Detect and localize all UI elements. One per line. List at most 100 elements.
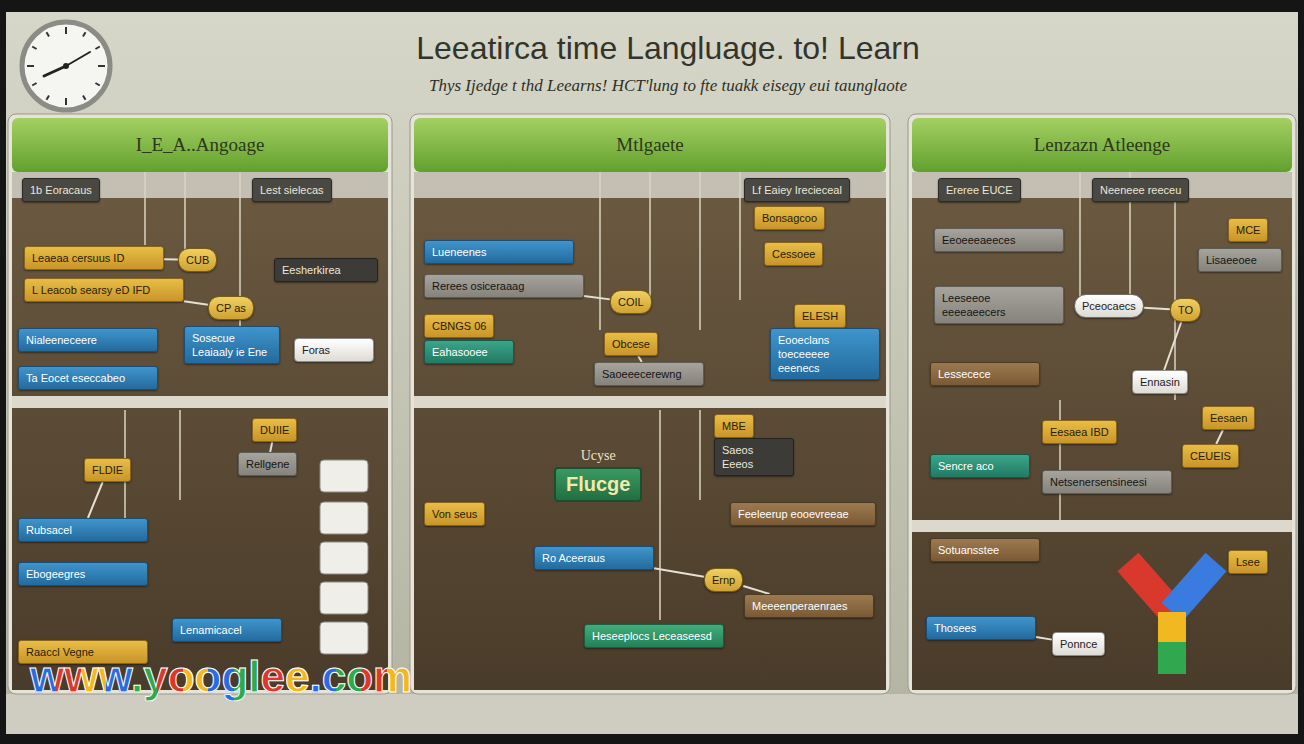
wire bbox=[659, 410, 661, 620]
box-text: Rerees osiceraaag bbox=[432, 279, 576, 293]
panel: Lenzazn AtleengeEreree EUCENeeneee reece… bbox=[912, 118, 1292, 690]
box-text: Lf Eaiey Irecieceal bbox=[752, 183, 842, 197]
blue-card: Ebogeegres bbox=[18, 562, 148, 586]
box-text: Foras bbox=[302, 343, 366, 357]
y-logo bbox=[1158, 612, 1186, 642]
box-text: Lessecece bbox=[938, 367, 1032, 381]
tag-label: Ereree EUCE bbox=[938, 178, 1021, 202]
dark-card: Saeos Eeeos bbox=[714, 438, 794, 476]
box-text: COIL bbox=[618, 295, 644, 309]
blank-tab bbox=[320, 622, 368, 654]
box-text: Feeleerup eooevreeae bbox=[738, 507, 868, 521]
brown-card: Feeleerup eooevreeae bbox=[730, 502, 876, 526]
clock-icon bbox=[32, 47, 36, 50]
teal-card: Sencre aco bbox=[930, 454, 1030, 478]
connector-line bbox=[88, 482, 103, 518]
clock-icon bbox=[95, 83, 99, 86]
box-text: Lsee bbox=[1236, 555, 1260, 569]
box-text: Ro Aceeraus bbox=[542, 551, 646, 565]
box-text: Sotuansstee bbox=[938, 543, 1032, 557]
box-text: Lueneenes bbox=[432, 245, 566, 259]
wire bbox=[144, 172, 146, 245]
tag-label: 1b Eoracaus bbox=[22, 178, 100, 202]
clock-icon bbox=[22, 22, 110, 110]
connector-line bbox=[654, 568, 704, 576]
blue-card: Nialeeneceere bbox=[18, 328, 158, 352]
blank-tab bbox=[320, 542, 368, 574]
clock-icon bbox=[27, 65, 34, 67]
blue-card: Sosecue Leaiaaly ie Ene bbox=[184, 326, 280, 364]
wire bbox=[739, 172, 741, 300]
box-text: Lest sielecas bbox=[260, 183, 324, 197]
panel-frame bbox=[912, 118, 1292, 172]
clock-icon bbox=[65, 27, 67, 34]
featured-label: Flucge bbox=[554, 467, 642, 502]
box-text: CBNGS 06 bbox=[432, 319, 486, 333]
yellow-tag: MCE bbox=[1228, 218, 1268, 242]
box-text: 1b Eoracaus bbox=[30, 183, 92, 197]
white-card: Foras bbox=[294, 338, 374, 362]
pill-tag: COIL bbox=[610, 290, 652, 314]
yellow-tag: FLDIE bbox=[84, 458, 131, 482]
box-text: Lenamicacel bbox=[180, 623, 274, 637]
watermark: www.yooglee.com bbox=[30, 652, 412, 702]
grey-card: Rellgene bbox=[238, 452, 297, 476]
box-text: Meeeenperaenraes bbox=[752, 599, 866, 613]
box-text: ELESH bbox=[802, 309, 838, 323]
panel-heading: Lenzazn Atleenge bbox=[912, 134, 1292, 156]
yellow-tag: Eesaen bbox=[1202, 406, 1255, 430]
grey-card: Rerees osiceraaag bbox=[424, 274, 584, 298]
tag-label: Lest sielecas bbox=[252, 178, 332, 202]
panel: MtlgaeteLf Eaiey IreciecealBonsagcooLuen… bbox=[414, 118, 886, 690]
wire bbox=[184, 172, 186, 250]
panel-frame bbox=[912, 198, 1292, 690]
clock-icon bbox=[47, 95, 50, 99]
yellow-tag: L Leacob searsy eD IFD bbox=[24, 278, 184, 302]
clock-icon bbox=[83, 32, 86, 36]
clock-icon bbox=[83, 95, 86, 99]
panel-frame bbox=[908, 114, 1296, 694]
panel-frame bbox=[12, 198, 388, 690]
clock-icon bbox=[27, 27, 105, 105]
box-text: Eeoeeeaeeces bbox=[942, 233, 1056, 247]
wire bbox=[699, 172, 701, 330]
wire bbox=[1079, 172, 1081, 300]
panel-heading: I_E_A..Angoage bbox=[12, 134, 388, 156]
yellow-tag: ELESH bbox=[794, 304, 846, 328]
yellow-tag: Bonsagcoo bbox=[754, 206, 825, 230]
oval-card: Pceocaecs bbox=[1074, 294, 1144, 318]
box-text: MCE bbox=[1236, 223, 1260, 237]
blue-card: Lueneenes bbox=[424, 240, 574, 264]
box-text: FLDIE bbox=[92, 463, 123, 477]
box-text: Ponnce bbox=[1060, 637, 1097, 651]
blue-card: Eooeclans toeceeeee eeenecs bbox=[770, 328, 880, 380]
yellow-tag: DUIIE bbox=[252, 418, 297, 442]
yellow-tag: Von seus bbox=[424, 502, 485, 526]
box-text: Leaeaa cersuus ID bbox=[32, 251, 156, 265]
clock-icon bbox=[98, 65, 105, 67]
grey-card: Leeseeoe eeeeaeecers bbox=[934, 286, 1064, 324]
grey-card: Eeoeeeaeeces bbox=[934, 228, 1064, 252]
wire bbox=[649, 172, 651, 300]
clock-icon bbox=[32, 83, 36, 86]
yellow-tag: Leaeaa cersuus ID bbox=[24, 246, 164, 270]
box-text: TO bbox=[1178, 303, 1193, 317]
connector-line bbox=[1216, 430, 1223, 444]
box-text: Obcese bbox=[612, 337, 650, 351]
box-text: Von seus bbox=[432, 507, 477, 521]
green-card: Heseeplocs Leceaseesd bbox=[584, 624, 724, 648]
box-text: Ernp bbox=[712, 573, 735, 587]
connector-line bbox=[270, 442, 272, 452]
box-text: Eooeclans toeceeeee eeenecs bbox=[778, 333, 872, 375]
dark-card: Eesherkirea bbox=[274, 258, 378, 282]
box-text: Saoeeecerewng bbox=[602, 367, 696, 381]
box-text: Thosees bbox=[934, 621, 1028, 635]
blue-card: Ta Eocet eseccabeo bbox=[18, 366, 158, 390]
box-text: Lisaeeoee bbox=[1206, 253, 1274, 267]
yellow-tag: CBNGS 06 bbox=[424, 314, 494, 338]
panel-frame bbox=[912, 172, 1292, 198]
clock-icon bbox=[22, 22, 110, 110]
